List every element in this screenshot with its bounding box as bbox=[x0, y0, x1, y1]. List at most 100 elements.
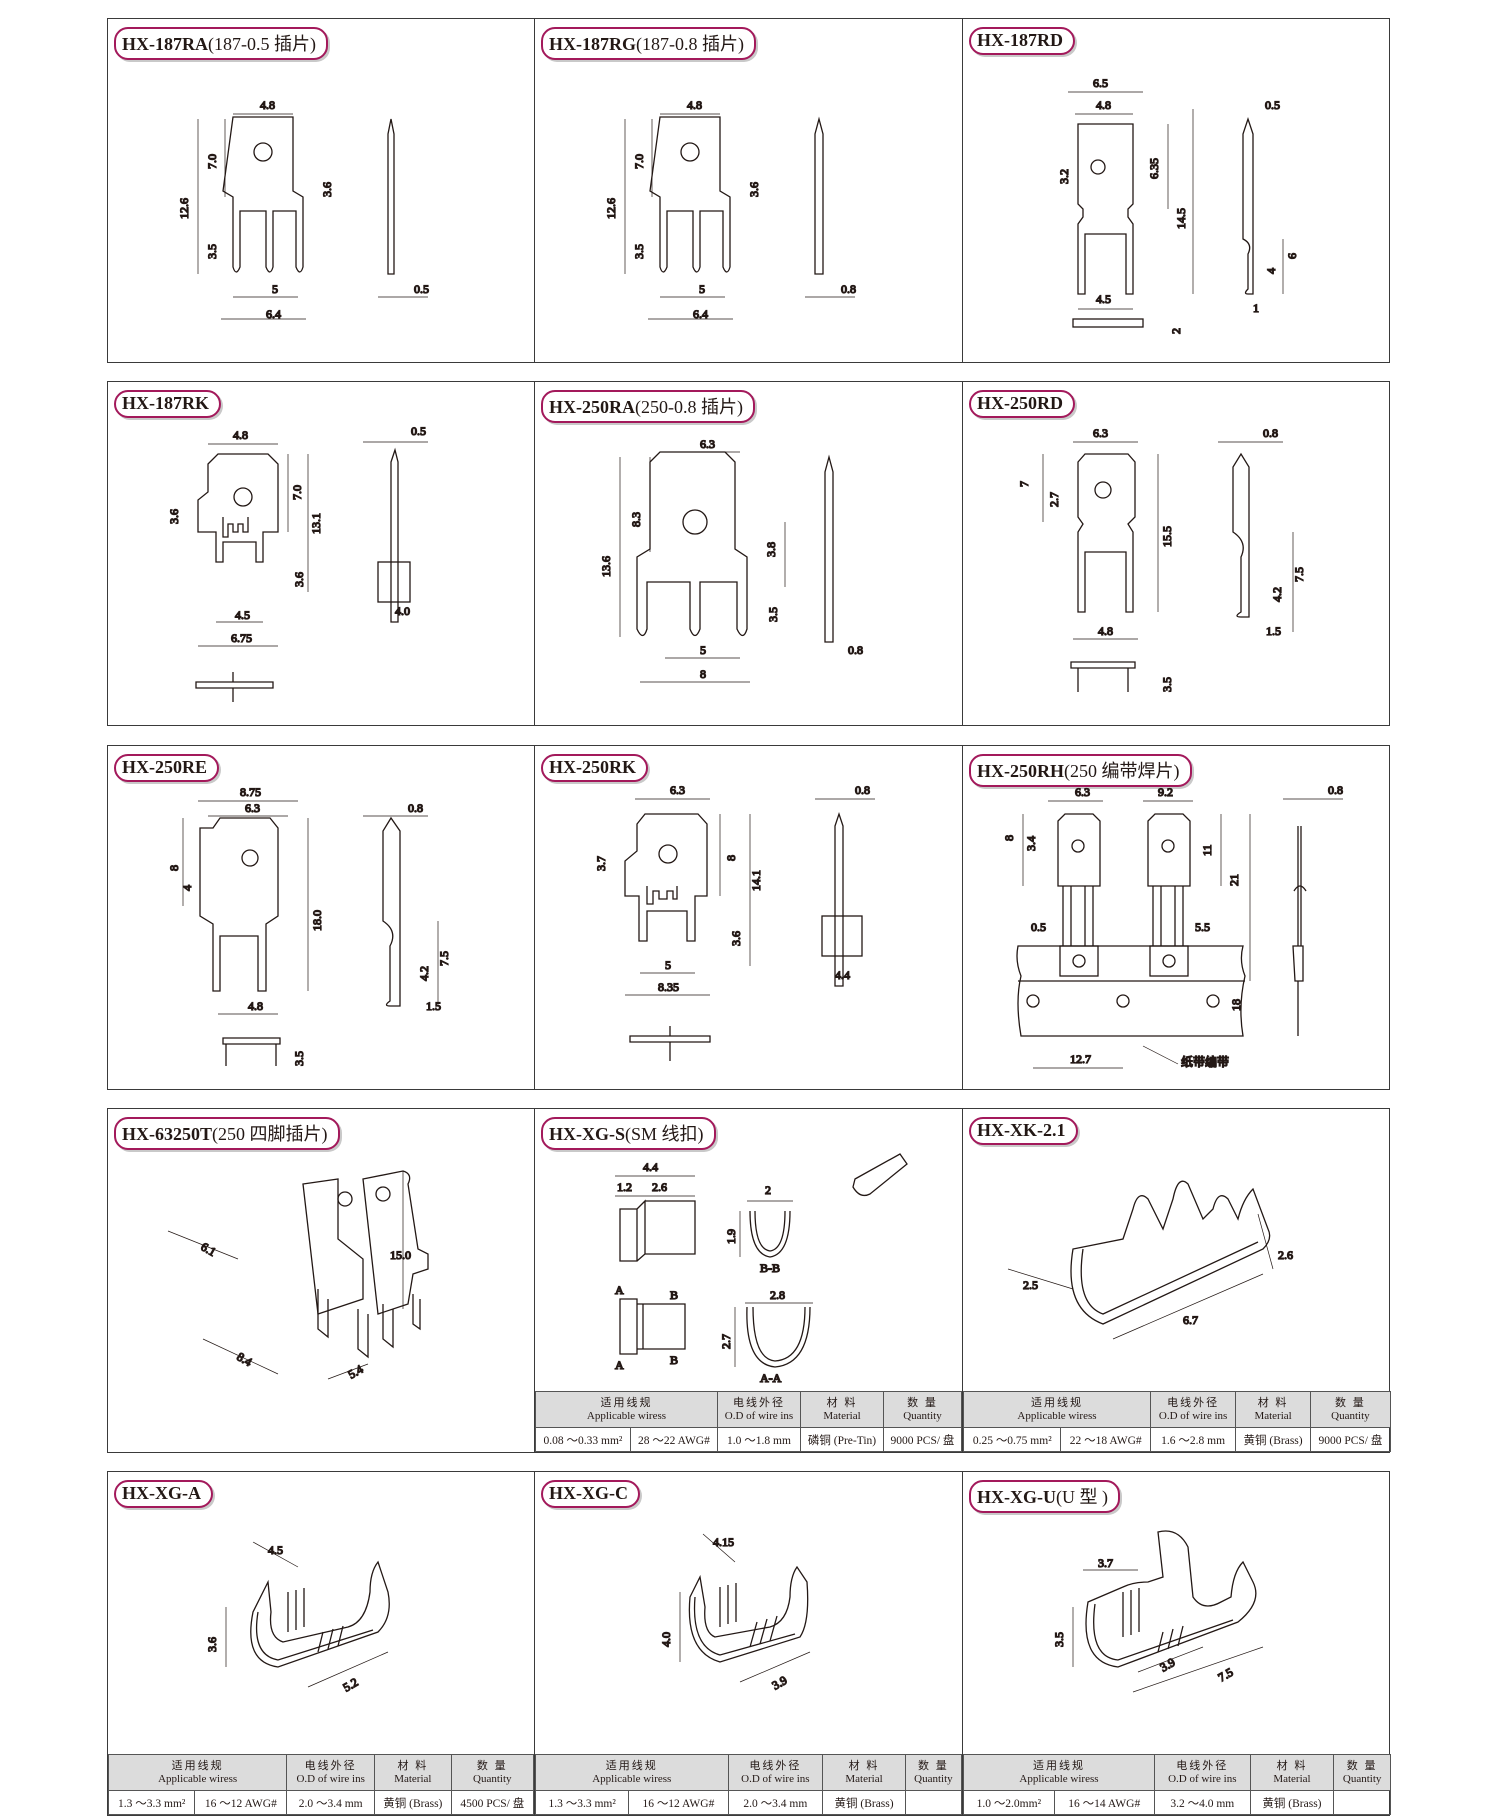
cell-hx-250rh: HX-250RH(250 编带焊片) 6.3 9.2 0.8 8 3.4 11 … bbox=[963, 746, 1391, 1089]
dim-label: 4.2 bbox=[1270, 587, 1284, 602]
dim-label: 0.8 bbox=[1263, 426, 1278, 440]
dim-label: A bbox=[615, 1283, 624, 1297]
dim-label: B bbox=[670, 1353, 678, 1367]
dim-label: 14.1 bbox=[749, 870, 763, 891]
dim-label: 4.4 bbox=[643, 1160, 658, 1174]
spec-cell: 3.2 ～4.0 mm bbox=[1153, 1790, 1251, 1815]
spec-header-text: 数 量 bbox=[918, 1759, 949, 1772]
dim-label: 7.0 bbox=[205, 154, 219, 169]
dim-label: 6.3 bbox=[1093, 426, 1108, 440]
product-label: HX-250RE bbox=[114, 754, 219, 782]
spec-cell: 2.0 ～3.4 mm bbox=[727, 1790, 824, 1815]
dim-label: 6.3 bbox=[700, 437, 715, 451]
dim-label: 3.7 bbox=[594, 856, 608, 871]
dim-label: 12.6 bbox=[604, 198, 618, 219]
spec-cell: 1.3 ～3.3 mm² bbox=[535, 1790, 630, 1815]
dim-label: 6.4 bbox=[693, 307, 708, 321]
cell-hx-xg-s: HX-XG-S(SM 线扣) 4.4 1.2 2.6 2 1.9 2.8 2.7… bbox=[535, 1109, 963, 1452]
dim-label: 3.5 bbox=[205, 244, 219, 259]
product-name: HX-XK-2.1 bbox=[977, 1120, 1066, 1140]
spec-header-text: O.D of wire ins bbox=[296, 1772, 365, 1785]
terminal-drawing: 4.8 7.0 3.6 12.6 3.5 5 6.4 0.5 bbox=[176, 97, 429, 321]
product-note: (250-0.8 插片) bbox=[635, 397, 743, 417]
product-label: HX-XG-C bbox=[541, 1480, 640, 1508]
product-label: HX-XK-2.1 bbox=[969, 1117, 1078, 1145]
dim-label: 3.4 bbox=[1024, 836, 1038, 851]
dim-label: 21 bbox=[1227, 874, 1241, 886]
product-name: HX-250RA bbox=[549, 397, 635, 417]
product-label: HX-XG-A bbox=[114, 1480, 213, 1508]
spec-cell bbox=[1333, 1790, 1391, 1815]
dim-label: 3.5 bbox=[292, 1051, 306, 1066]
spec-cell: 16 ～12 AWG# bbox=[628, 1790, 729, 1815]
spec-header-text: Applicable wiress bbox=[592, 1772, 672, 1785]
spec-header-text: O.D of wire ins bbox=[1168, 1772, 1237, 1785]
spec-cell: 黄铜 (Brass) bbox=[822, 1790, 906, 1815]
dim-label: 5 bbox=[665, 958, 671, 972]
dim-label: 6.3 bbox=[245, 801, 260, 815]
dim-label: 2.5 bbox=[1023, 1278, 1038, 1292]
terminal-drawing: 4.5 3.6 5.2 bbox=[204, 1541, 390, 1695]
dim-label: 2 bbox=[1169, 328, 1183, 334]
product-name: HX-XG-A bbox=[122, 1483, 201, 1503]
terminal-drawing: 4.15 4.0 3.9 bbox=[658, 1533, 811, 1693]
dim-label: 4 bbox=[180, 885, 194, 891]
spec-header-text: 适用线规 bbox=[171, 1759, 224, 1772]
dim-label: 8 bbox=[724, 855, 738, 861]
dim-label: 4.8 bbox=[1098, 624, 1113, 638]
spec-cell: 9000 PCS/ 盘 bbox=[882, 1427, 962, 1452]
spec-cell: 1.6 ～2.8 mm bbox=[1149, 1427, 1237, 1452]
dim-label: 15.5 bbox=[1160, 526, 1174, 547]
dim-label: 13.1 bbox=[309, 513, 323, 534]
terminal-drawing: 6.1 15.0 8.4 5.4 bbox=[167, 1170, 429, 1382]
dim-label: 3.5 bbox=[1160, 677, 1174, 692]
dim-label: 3.8 bbox=[764, 542, 778, 557]
dim-label: 4.8 bbox=[687, 98, 702, 112]
product-name: HX-187RD bbox=[977, 30, 1063, 50]
spec-cell: 黄铜 (Brass) bbox=[1249, 1790, 1335, 1815]
dim-label: 5 bbox=[700, 643, 706, 657]
cell-hx-250re: HX-250RE 8.75 6.3 0.8 8 4 18.0 7.5 4.2 4… bbox=[108, 746, 535, 1089]
spec-header-text: 数 量 bbox=[476, 1759, 508, 1772]
dim-label: 3.6 bbox=[205, 1637, 219, 1652]
dim-label: 14.5 bbox=[1174, 208, 1188, 229]
product-name: HX-63250T bbox=[122, 1124, 212, 1144]
dim-label: 3.7 bbox=[1098, 1556, 1113, 1570]
cell-hx-187rk: HX-187RK 4.8 0.5 3.6 7.0 13.1 3.6 4.0 4.… bbox=[108, 382, 535, 725]
dim-label: 12.7 bbox=[1070, 1052, 1091, 1066]
dim-label: 0.8 bbox=[408, 801, 423, 815]
dim-label: 3.5 bbox=[632, 244, 646, 259]
dim-label: 4.8 bbox=[248, 999, 263, 1013]
row-1: HX-187RA(187-0.5 插片) 4.8 7.0 3.6 12.6 3.… bbox=[107, 18, 1390, 363]
dim-label: 8 bbox=[1002, 835, 1016, 841]
spec-cell bbox=[904, 1790, 962, 1815]
dim-label: 7 bbox=[1017, 481, 1031, 487]
product-label: HX-250RH(250 编带焊片) bbox=[969, 754, 1192, 787]
cell-hx-250ra: HX-250RA(250-0.8 插片) 6.3 8.3 13.6 3.8 3.… bbox=[535, 382, 963, 725]
dim-label: 4.2 bbox=[417, 966, 431, 981]
dim-label: 15.0 bbox=[390, 1248, 411, 1262]
spec-cell: 9000 PCS/ 盘 bbox=[1309, 1427, 1391, 1452]
product-name: HX-XG-S bbox=[549, 1124, 625, 1144]
spec-header-text: Applicable wiress bbox=[1017, 1409, 1097, 1422]
spec-cell: 16 ～12 AWG# bbox=[194, 1790, 288, 1815]
terminal-drawing: 6.3 0.8 7 2.7 15.5 7.5 4.2 1.5 4.8 3.5 bbox=[1016, 425, 1306, 692]
product-name: HX-250RE bbox=[122, 757, 207, 777]
spec-cell: 4500 PCS/ 盘 bbox=[450, 1790, 534, 1815]
spec-cell: 黄铜 (Brass) bbox=[1235, 1427, 1311, 1452]
dim-label: 2.8 bbox=[770, 1288, 785, 1302]
dim-label: A bbox=[615, 1358, 624, 1372]
dim-label: 3.6 bbox=[292, 572, 306, 587]
spec-cell: 0.25 ～0.75 mm² bbox=[963, 1427, 1062, 1452]
spec-header-text: 材 料 bbox=[826, 1396, 858, 1409]
dim-label: 8.3 bbox=[629, 512, 643, 527]
